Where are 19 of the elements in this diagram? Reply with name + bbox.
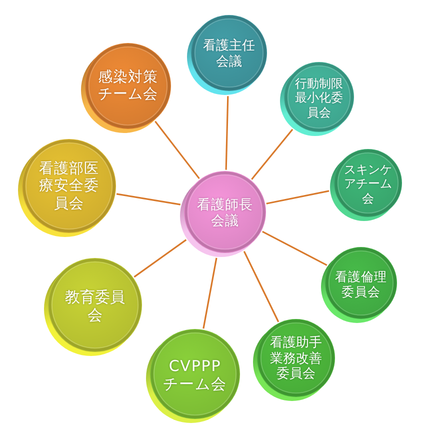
node-label: 看護倫理委員会 — [334, 269, 388, 299]
node-label: 看護主任会議 — [202, 38, 256, 70]
node-label: 看護部医療安全委員会 — [38, 160, 100, 214]
node-label: 行動制限最小化委員会 — [294, 76, 344, 120]
node-label: 教育委員会 — [64, 288, 126, 324]
node-label: 看護師長会議 — [196, 196, 254, 230]
node-label: スキンケアチーム会 — [344, 162, 392, 206]
connector-line — [251, 128, 294, 180]
connector-line — [134, 239, 187, 278]
node-label: 看護助手業務改善委員会 — [270, 336, 322, 382]
node-label: 感染対策チーム会 — [98, 70, 158, 104]
connector-line — [225, 96, 229, 170]
connector-line — [116, 193, 181, 206]
connector-line — [154, 120, 200, 180]
connector-line — [266, 190, 330, 204]
connector-line — [243, 250, 280, 322]
connector-line — [262, 230, 328, 266]
node-label: CVPPPチーム会 — [162, 357, 228, 393]
connector-line — [202, 258, 218, 329]
